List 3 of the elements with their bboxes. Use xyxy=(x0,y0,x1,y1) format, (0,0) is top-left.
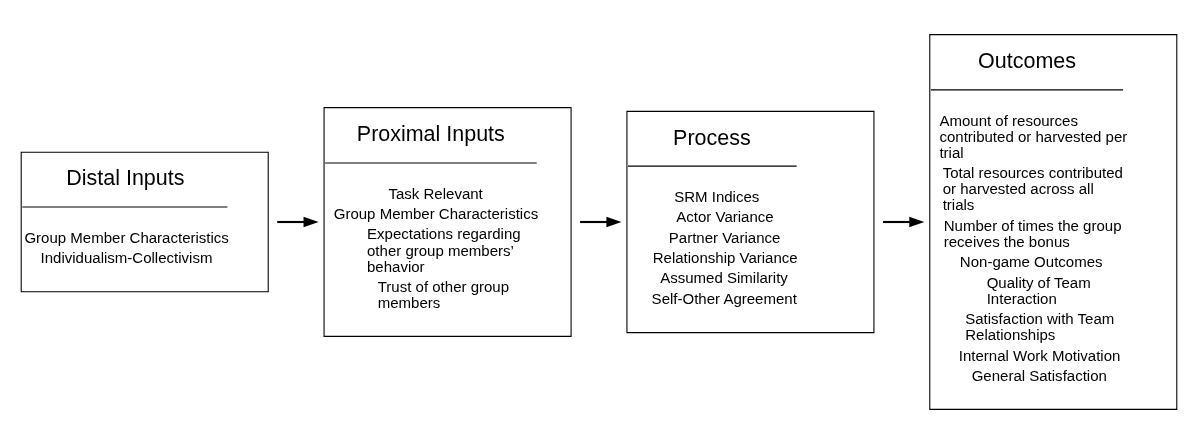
arrow xyxy=(277,216,319,228)
arrow xyxy=(580,216,622,228)
arrow xyxy=(882,216,925,228)
